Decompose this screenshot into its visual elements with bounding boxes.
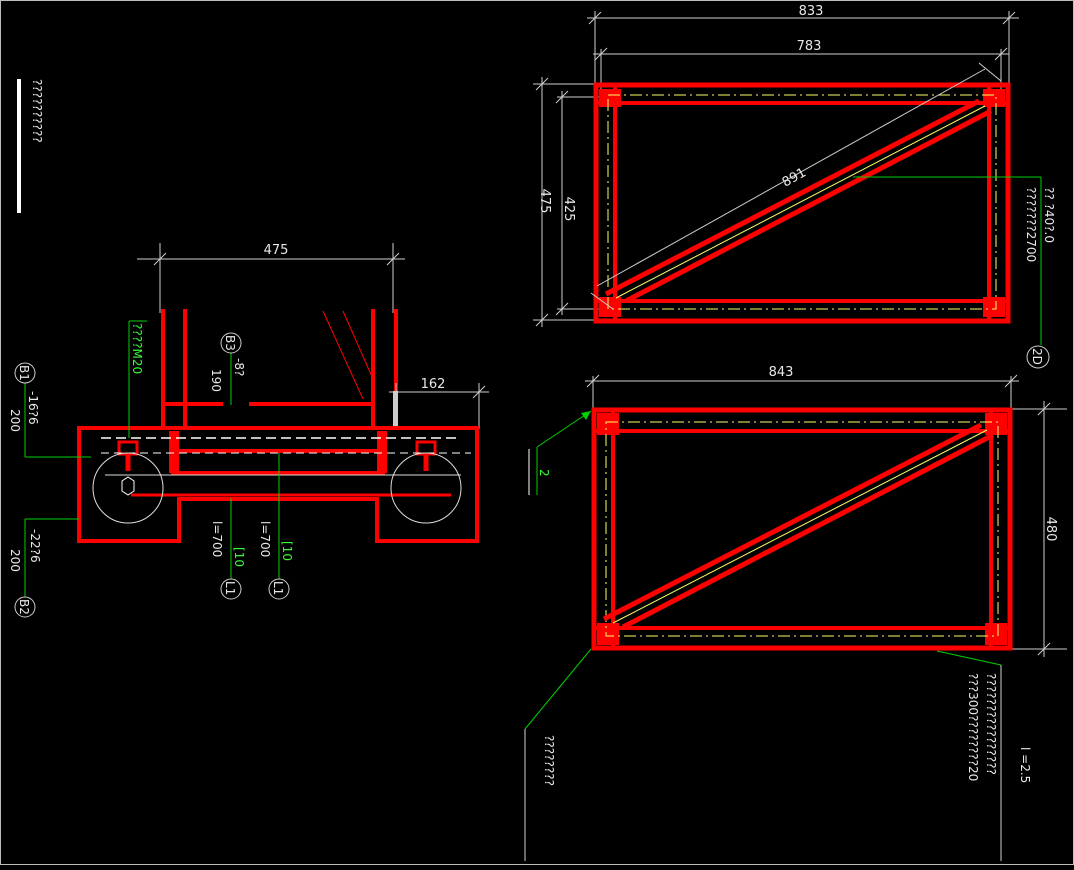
b1-tag: B1: [17, 365, 31, 381]
bottom-dim-843: 843: [769, 365, 794, 380]
top-dim-833: 833: [799, 4, 824, 19]
top-dim-425: 425: [561, 197, 576, 222]
bottom-note-right-line1: ????????????????: [984, 673, 998, 775]
section-tag: 2: [537, 469, 551, 477]
section-dim-162: 162: [421, 377, 446, 392]
b3-tag: B3: [223, 335, 237, 351]
l1b-tag: L1: [271, 581, 285, 595]
b2-tag: B2: [17, 599, 31, 615]
section-view: 475 162: [8, 243, 489, 618]
top-note-line2: ???????2700: [1024, 187, 1038, 262]
b1-spec: -16?6: [26, 391, 40, 425]
top-note-line1: ?? ?40?.0: [1042, 187, 1056, 243]
top-dim-783: 783: [797, 39, 822, 54]
bottom-note-left: ????????: [542, 735, 556, 786]
top-dim-475: 475: [537, 189, 552, 214]
section-dim-475: 475: [264, 243, 289, 258]
top-diag-891: 891: [780, 165, 809, 190]
anchor-note: ????M20: [130, 323, 144, 374]
b2-len: 200: [8, 549, 22, 572]
l1a-tag: L1: [223, 581, 237, 595]
left-note-text: ??????????: [30, 79, 44, 143]
l1a-len: l=700: [210, 521, 224, 557]
bottom-note-right-line2: ???300????????20: [966, 673, 980, 781]
top-tag: 2D: [1030, 348, 1044, 365]
b3-len: 190: [209, 369, 223, 392]
b1-len: 200: [8, 409, 22, 432]
b2-spec: -22?6: [28, 529, 42, 563]
bottom-note-far-right: l =2.5: [1018, 747, 1032, 783]
top-plan-view: 833 783 475 425: [533, 4, 1056, 369]
l1b-len: l=700: [258, 521, 272, 557]
l1b-spec: [10: [280, 541, 294, 561]
l1a-spec: [10: [232, 547, 246, 567]
b3-spec: -8?: [232, 358, 246, 376]
bottom-plan-view: 843 480 2 ????????: [524, 365, 1067, 861]
bottom-dim-480: 480: [1043, 517, 1058, 542]
